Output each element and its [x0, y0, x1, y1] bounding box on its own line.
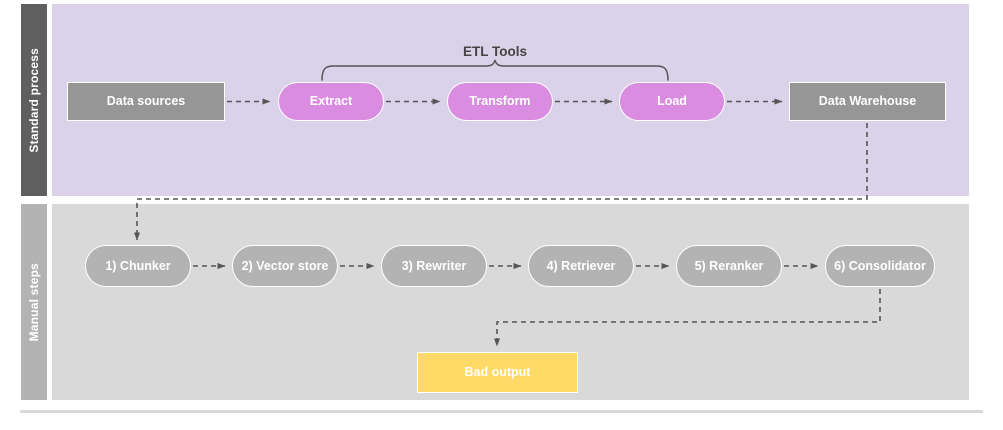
node-data-warehouse[interactable]: Data Warehouse [789, 82, 946, 121]
node-rewriter[interactable]: 3) Rewriter [381, 245, 487, 287]
lane-label-standard-process: Standard process [27, 47, 41, 153]
lane-band-standard-process: Standard process [20, 3, 48, 197]
node-data-sources-label: Data sources [106, 94, 186, 109]
node-retriever-label: 4) Retriever [546, 258, 616, 273]
node-transform[interactable]: Transform [447, 82, 553, 121]
node-load[interactable]: Load [619, 82, 725, 121]
node-extract[interactable]: Extract [278, 82, 384, 121]
node-chunker[interactable]: 1) Chunker [85, 245, 191, 287]
node-load-label: Load [657, 94, 687, 109]
node-consolidator[interactable]: 6) Consolidator [825, 245, 935, 287]
node-chunker-label: 1) Chunker [105, 258, 171, 273]
node-data-warehouse-label: Data Warehouse [818, 94, 917, 109]
node-retriever[interactable]: 4) Retriever [528, 245, 634, 287]
bottom-divider [20, 410, 983, 413]
lane-band-manual-steps: Manual steps [20, 203, 48, 401]
node-data-sources[interactable]: Data sources [67, 82, 225, 121]
node-vector-store-label: 2) Vector store [241, 258, 329, 273]
node-bad-output[interactable]: Bad output [417, 352, 578, 393]
node-reranker-label: 5) Reranker [694, 258, 764, 273]
node-bad-output-label: Bad output [464, 365, 531, 380]
node-transform-label: Transform [469, 94, 531, 109]
etl-tools-label: ETL Tools [463, 44, 527, 59]
node-rewriter-label: 3) Rewriter [401, 258, 467, 273]
node-vector-store[interactable]: 2) Vector store [232, 245, 338, 287]
node-reranker[interactable]: 5) Reranker [676, 245, 782, 287]
node-consolidator-label: 6) Consolidator [834, 258, 926, 273]
node-extract-label: Extract [309, 94, 353, 109]
lane-label-manual-steps: Manual steps [27, 262, 41, 342]
